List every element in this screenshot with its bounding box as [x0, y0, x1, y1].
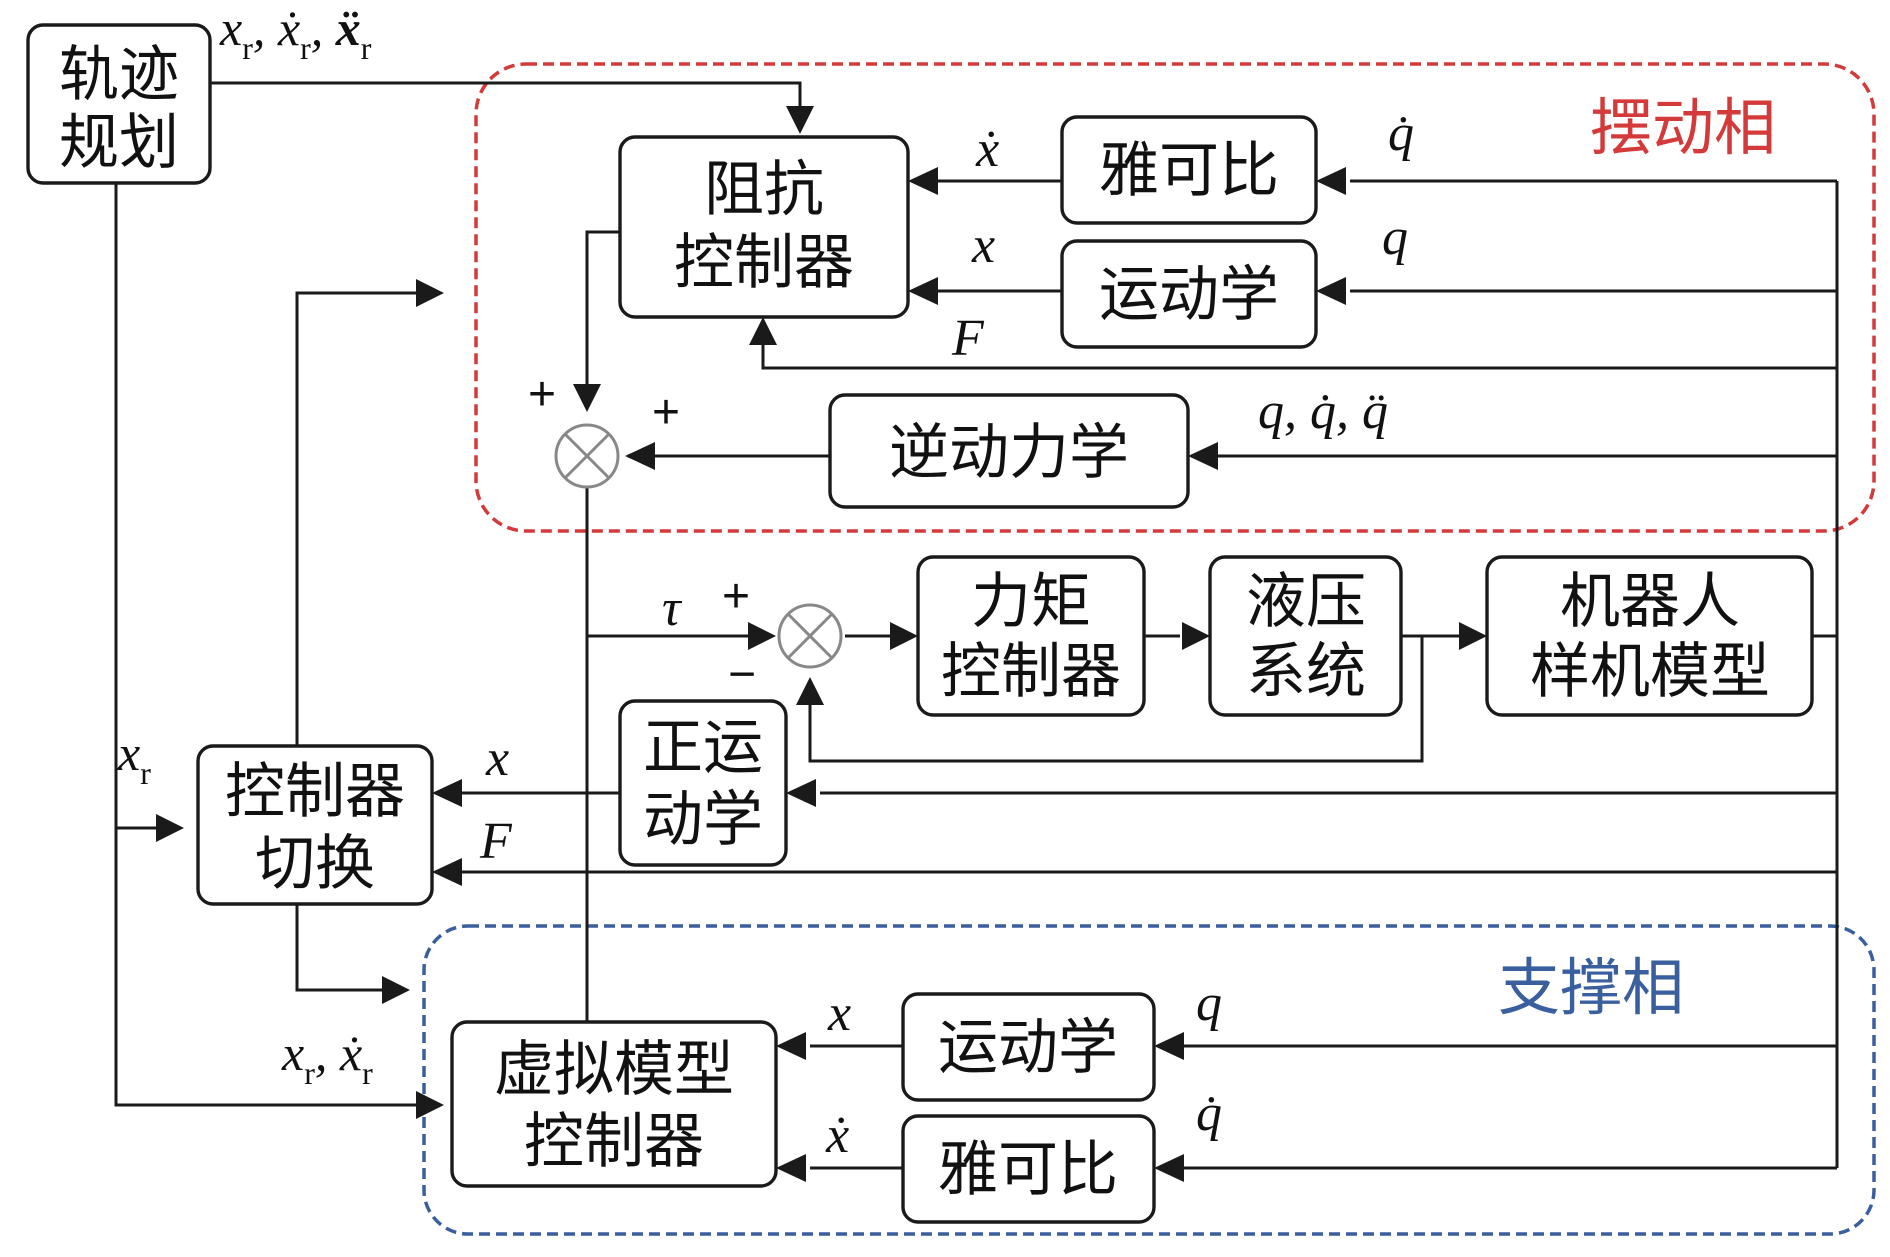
sum1-right-sign: +	[652, 386, 680, 439]
summing-junction-swing	[554, 423, 620, 489]
svg-text:动学: 动学	[643, 785, 763, 855]
svg-text:xr, ẋr: xr, ẋr	[281, 1025, 373, 1091]
signal-label-tau: τ	[662, 580, 683, 637]
inverse-dynamics-block: 逆动力学	[828, 393, 1190, 509]
signal-label-swing-q-all: q, q̇, q̈	[1258, 383, 1388, 440]
signal-label-support-x: x	[827, 985, 851, 1042]
jacobian-swing-block: 雅可比	[1060, 115, 1318, 225]
signal-label-swing-q: q	[1382, 209, 1408, 266]
signal-label-support-xdot: ẋ	[825, 1107, 849, 1164]
support-phase-region	[422, 924, 1876, 1236]
svg-text:控制器: 控制器	[941, 637, 1121, 707]
swing-phase-region	[474, 62, 1876, 533]
sum1-top-sign: +	[528, 368, 556, 421]
signal-label-swing-xdot: ẋ	[975, 121, 999, 178]
svg-text:雅可比: 雅可比	[1099, 136, 1279, 206]
svg-text:控制器: 控制器	[674, 228, 854, 298]
svg-text:轨迹: 轨迹	[59, 40, 179, 110]
robot-model-block: 机器人 样机模型	[1485, 555, 1814, 717]
svg-text:系统: 系统	[1246, 637, 1366, 707]
virtual-model-controller-block: 虚拟模型 控制器	[450, 1020, 778, 1188]
impedance-controller-block: 阻抗 控制器	[618, 135, 910, 319]
svg-text:雅可比: 雅可比	[938, 1135, 1118, 1205]
signal-label-trajectory-reference: xr, ẋr, ẍr	[219, 0, 372, 66]
sum2-left-sign: +	[722, 570, 750, 623]
kinematics-support-block: 运动学	[901, 992, 1156, 1102]
svg-text:阻抗: 阻抗	[704, 155, 824, 225]
swing-phase-label: 摆动相	[1590, 91, 1776, 164]
svg-text:运动学: 运动学	[1099, 260, 1279, 330]
signal-arrowheads	[156, 106, 1487, 1182]
svg-text:xr: xr	[117, 725, 151, 791]
svg-text:切换: 切换	[255, 829, 375, 899]
kinematics-swing-block: 运动学	[1060, 239, 1318, 349]
svg-text:机器人: 机器人	[1560, 567, 1740, 637]
svg-text:样机模型: 样机模型	[1530, 637, 1770, 707]
svg-text:虚拟模型: 虚拟模型	[494, 1035, 734, 1105]
signal-label-swing-x: x	[971, 217, 995, 274]
svg-text:力矩: 力矩	[971, 567, 1091, 637]
sum2-bottom-sign: −	[728, 648, 756, 701]
signal-label-swing-F: F	[951, 310, 985, 367]
signal-wires	[114, 81, 1839, 1170]
summing-junction-torque	[777, 603, 843, 669]
signal-label-fk-x: x	[485, 730, 509, 787]
svg-text:规划: 规划	[59, 108, 179, 178]
support-phase-label: 支撑相	[1498, 951, 1684, 1024]
trajectory-planning-block: 轨迹 规划	[26, 23, 212, 185]
svg-text:控制器: 控制器	[524, 1107, 704, 1177]
forward-kinematics-block: 正运 动学	[618, 699, 788, 867]
signal-label-support-qdot: q̇	[1196, 1085, 1222, 1142]
signal-label-fk-F: F	[479, 813, 513, 870]
signal-label-vm-reference: xr, ẋr	[281, 1025, 373, 1091]
controller-switch-block: 控制器 切换	[196, 744, 434, 906]
svg-text:xr, ẋr, ẍr: xr, ẋr, ẍr	[219, 0, 372, 66]
signal-label-support-q: q	[1196, 975, 1222, 1032]
torque-controller-block: 力矩 控制器	[916, 555, 1146, 717]
jacobian-support-block: 雅可比	[901, 1114, 1156, 1224]
svg-text:逆动力学: 逆动力学	[889, 418, 1129, 488]
svg-text:正运: 正运	[643, 713, 763, 783]
svg-text:控制器: 控制器	[225, 757, 405, 827]
hydraulic-system-block: 液压 系统	[1208, 555, 1403, 717]
svg-text:运动学: 运动学	[938, 1013, 1118, 1083]
signal-label-switch-xr: xr	[117, 725, 151, 791]
signal-label-swing-qdot: q̇	[1388, 105, 1414, 162]
svg-text:液压: 液压	[1246, 567, 1366, 637]
